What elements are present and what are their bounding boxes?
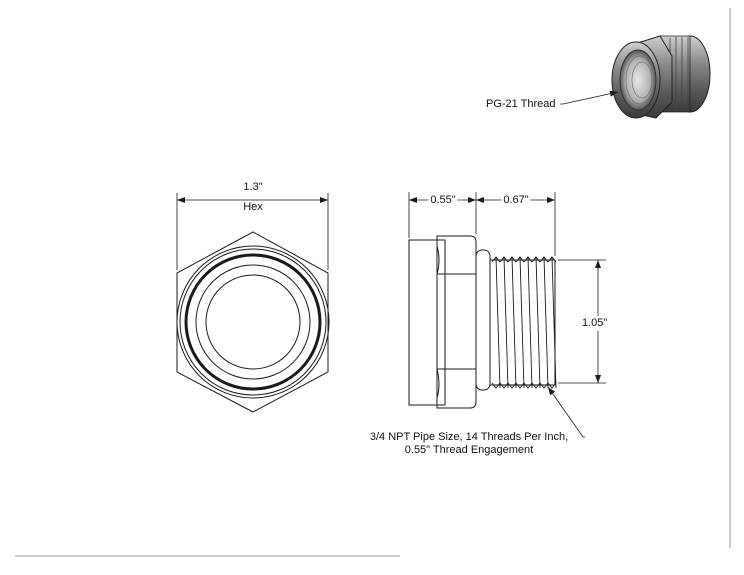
iso-fitting-image [611,35,711,119]
side-dimensions [408,192,606,384]
thread-crests [495,256,557,389]
sheet-border [15,8,731,557]
pg-leader [560,90,619,105]
o-ring-groove [475,249,491,391]
npt-callout-line1: 3/4 NPT Pipe Size, 14 Threads Per Inch, [369,431,569,443]
hex-outline [176,231,329,413]
hex-body [436,235,477,409]
pg21-thread-callout: PG-21 Thread [486,98,556,110]
hex-dimension [176,193,329,270]
thread-length-dimension: 0.67" [501,194,531,207]
side-view [408,235,557,409]
hex-length-dimension: 0.55" [428,194,458,207]
npt-callout-line2: 0.55" Thread Engagement [404,444,534,456]
bore-inner [205,274,301,370]
thread-diameter-dimension: 1.05" [580,316,610,331]
thread-teeth-top [491,256,557,263]
bore-outer [195,264,311,380]
o-ring [184,253,322,391]
front-view-hex [176,231,330,413]
flange-body [408,239,446,406]
hex-dimension-value: 1.3" [243,181,263,193]
flange-circle-outer [179,248,327,396]
npt-leader [547,386,585,438]
hex-chamfer-circle [176,245,330,399]
hex-dimension-label: Hex [243,201,263,213]
